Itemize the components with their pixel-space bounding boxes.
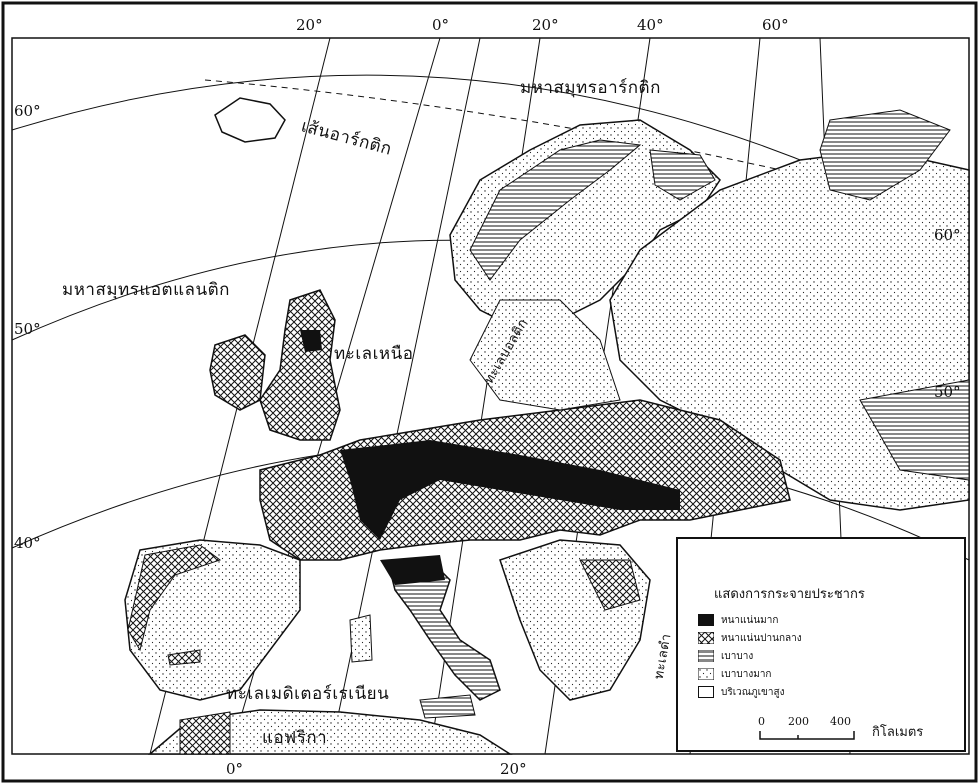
scale-tick-label: 400 <box>830 715 851 728</box>
bottom-longitude-label: 20° <box>500 760 527 778</box>
legend-item-very-sparse: เบาบางมาก <box>698 667 772 681</box>
left-latitude-label: 60° <box>14 102 41 120</box>
left-latitude-label: 40° <box>14 534 41 552</box>
top-longitude-label: 60° <box>762 16 789 34</box>
blank-swatch-icon <box>698 686 714 698</box>
mediterranean-sea-label: ทะเลเมดิเตอร์เรเนียน <box>226 684 390 704</box>
legend-item-label: เบาบาง <box>721 650 754 662</box>
solid-swatch-icon <box>698 614 714 626</box>
legend-item-mountain: บริเวณภูเขาสูง <box>698 685 784 699</box>
arctic-ocean-label: มหาสมุทรอาร์กติก <box>520 78 661 98</box>
dots-swatch-icon <box>698 668 714 680</box>
legend-item-label: หนาแน่นมาก <box>721 614 779 626</box>
right-latitude-label: 50° <box>934 383 961 401</box>
scale-unit-label: กิโลเมตร <box>872 725 924 740</box>
legend-item-moderate: หนาแน่นปานกลาง <box>698 631 802 645</box>
bottom-longitude-label: 0° <box>226 760 244 778</box>
left-latitude-label: 50° <box>14 320 41 338</box>
atlantic-ocean-label: มหาสมุทรแอตแลนติก <box>62 280 230 300</box>
north-sea-label: ทะเลเหนือ <box>334 344 414 364</box>
legend-item-sparse: เบาบาง <box>698 649 753 663</box>
legend-item-very-dense: หนาแน่นมาก <box>698 613 778 627</box>
scale-tick-label: 200 <box>788 715 809 728</box>
lines-swatch-icon <box>698 650 714 662</box>
top-longitude-label: 40° <box>637 16 664 34</box>
top-longitude-label: 0° <box>432 16 450 34</box>
top-longitude-label: 20° <box>296 16 323 34</box>
scale-bar-line <box>759 731 855 740</box>
right-latitude-label: 60° <box>934 226 961 244</box>
legend-item-label: เบาบางมาก <box>721 668 772 680</box>
scale-bar: 0 200 400 กิโลเมตร <box>758 715 958 745</box>
map-legend: แสดงการกระจายประชากร หนาแน่นมาก หนาแน่นป… <box>676 537 966 752</box>
top-longitude-label: 20° <box>532 16 559 34</box>
scale-tick-label: 0 <box>758 715 765 728</box>
legend-item-label: หนาแน่นปานกลาง <box>721 632 802 644</box>
crosshatch-swatch-icon <box>698 632 714 644</box>
legend-item-label: บริเวณภูเขาสูง <box>721 686 785 698</box>
legend-title: แสดงการกระจายประชากร <box>714 587 865 602</box>
africa-label: แอฟริกา <box>262 728 328 748</box>
